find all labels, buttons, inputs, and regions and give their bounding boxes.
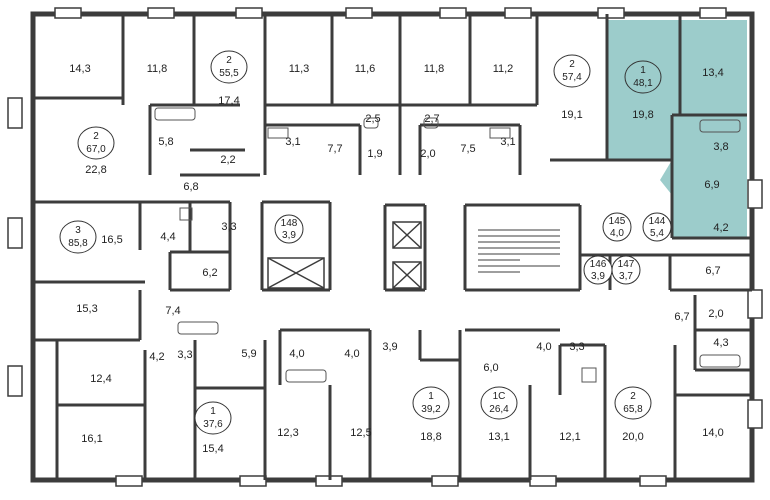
bath-fixtures	[154, 107, 741, 383]
room-label: 3,1	[285, 136, 300, 148]
apartment-rooms: 2	[93, 131, 99, 142]
room-label: 11,8	[147, 63, 168, 75]
apartment-area: 57,4	[562, 72, 582, 83]
inner-walls	[33, 14, 752, 480]
room-label: 6,9	[704, 179, 719, 191]
room-label: 18,8	[420, 431, 441, 443]
storage-number: 145	[609, 216, 626, 227]
room-label: 6,0	[483, 362, 498, 374]
room-label: 17,4	[218, 95, 239, 107]
room-label: 5,9	[241, 348, 256, 360]
staircase	[478, 229, 560, 273]
apartment-area: 48,1	[633, 78, 653, 89]
room-label: 3,3	[177, 349, 192, 361]
storage-badges	[274, 212, 672, 285]
room-label: 2,0	[420, 148, 435, 160]
apartment-rooms: 2	[226, 55, 232, 66]
apartment-rooms: 2	[569, 59, 575, 70]
room-label: 6,7	[674, 311, 689, 323]
room-label: 12,1	[559, 431, 580, 443]
apartment-area: 67,0	[86, 144, 106, 155]
storage-badge-text: 148 3,9 145 4,0 144 5,4 146 3,9 147 3,7	[281, 216, 666, 282]
apartment-rooms: 1	[640, 65, 646, 76]
room-label: 6,7	[705, 265, 720, 277]
room-label: 14,0	[702, 427, 723, 439]
storage-area: 5,4	[650, 228, 664, 239]
room-label: 2,0	[708, 308, 723, 320]
room-label: 15,4	[202, 443, 223, 455]
room-label: 12,4	[90, 373, 111, 385]
room-label: 4,4	[160, 231, 175, 243]
room-label: 4,2	[149, 351, 164, 363]
storage-number: 146	[590, 259, 607, 270]
apartment-rooms: 1С	[493, 391, 506, 402]
room-label: 4,0	[344, 348, 359, 360]
room-label: 11,8	[424, 63, 445, 75]
room-label: 16,1	[81, 433, 102, 445]
room-label: 20,0	[622, 431, 643, 443]
room-label: 13,1	[488, 431, 509, 443]
apartment-area: 65,8	[623, 404, 643, 415]
room-label: 6,8	[183, 181, 198, 193]
room-label: 4,2	[713, 222, 728, 234]
room-label: 19,8	[632, 109, 653, 121]
storage-number: 147	[618, 259, 635, 270]
room-label: 16,5	[101, 234, 122, 246]
windows	[7, 7, 763, 487]
elevators	[267, 221, 422, 289]
room-label: 3,8	[713, 141, 728, 153]
room-label: 5,8	[158, 136, 173, 148]
room-label: 15,3	[76, 303, 97, 315]
room-label: 7,7	[327, 143, 342, 155]
storage-area: 3,9	[282, 230, 296, 241]
apartment-area: 26,4	[489, 404, 509, 415]
room-label: 12,3	[277, 427, 298, 439]
room-label: 11,3	[289, 63, 310, 75]
room-label: 1,9	[367, 148, 382, 160]
room-label: 12,5	[350, 427, 371, 439]
room-label: 22,8	[85, 164, 106, 176]
room-label: 3,9	[382, 341, 397, 353]
room-label: 13,4	[702, 67, 723, 79]
room-label: 4,3	[713, 337, 728, 349]
storage-number: 144	[649, 216, 666, 227]
room-label: 4,0	[289, 348, 304, 360]
room-label: 2,2	[220, 154, 235, 166]
storage-area: 3,9	[591, 271, 605, 282]
storage-area: 3,7	[619, 271, 633, 282]
room-label: 7,5	[460, 143, 475, 155]
apartment-badge-text: 2 55,5 2 57,4 1 48,1 2 67,0 3 85,8 1 37,…	[68, 55, 653, 430]
room-label: 3,1	[500, 136, 515, 148]
room-label: 2,5	[365, 113, 380, 125]
room-label: 11,6	[355, 63, 376, 75]
apartment-area: 39,2	[421, 404, 441, 415]
apartment-area: 55,5	[219, 68, 239, 79]
room-label: 11,2	[493, 63, 514, 75]
room-label: 19,1	[561, 109, 582, 121]
apartment-highlight[interactable]	[607, 20, 747, 238]
storage-area: 4,0	[610, 228, 624, 239]
apartment-area: 85,8	[68, 238, 88, 249]
storage-number: 148	[281, 218, 298, 229]
room-label: 14,3	[69, 63, 90, 75]
room-labels: 14,3 11,8 17,4 11,3 11,6 11,8 11,2 19,1 …	[69, 63, 728, 455]
apartment-rooms: 2	[630, 391, 636, 402]
room-label: 3,3	[569, 341, 584, 353]
room-label: 6,2	[202, 267, 217, 279]
apartment-badges	[59, 50, 662, 435]
apartment-rooms: 1	[210, 406, 216, 417]
room-label: 4,0	[536, 341, 551, 353]
apartment-area: 37,6	[203, 419, 223, 430]
apartment-rooms: 1	[428, 391, 434, 402]
room-label: 2,7	[424, 113, 439, 125]
room-label: 3,3	[221, 221, 236, 233]
room-label: 7,4	[165, 305, 180, 317]
apartment-rooms: 3	[75, 225, 81, 236]
